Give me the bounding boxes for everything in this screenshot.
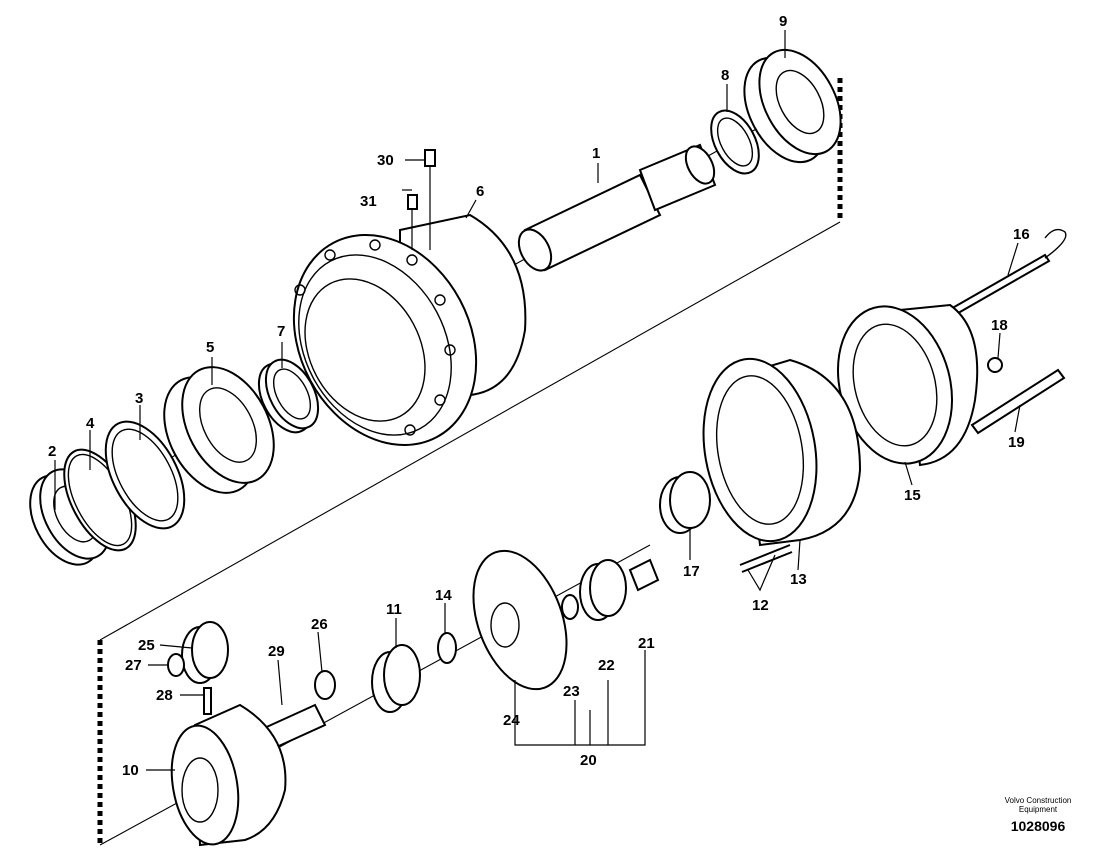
callout-16: 16 — [1013, 226, 1030, 243]
part-19-bolt — [970, 368, 1066, 435]
callout-4: 4 — [86, 415, 95, 432]
part-22-gear — [579, 559, 627, 621]
part-10-carrier — [170, 703, 287, 847]
callout-5: 5 — [206, 339, 214, 356]
part-13-ring-gear — [702, 357, 862, 547]
callout-26: 26 — [311, 616, 328, 633]
part-25-gear — [181, 621, 229, 684]
drawing-number: 1028096 — [1010, 818, 1066, 834]
callout-15: 15 — [904, 487, 921, 504]
part-23-washer — [561, 594, 579, 620]
part-21-pin — [628, 558, 660, 592]
credit-line-1: Volvo Construction — [1004, 796, 1072, 805]
callout-28: 28 — [156, 687, 173, 704]
callout-9: 9 — [779, 13, 787, 30]
group-20-bracket — [514, 650, 646, 746]
part-26-bushing — [314, 670, 336, 700]
part-17-sun-gear — [659, 471, 711, 534]
callout-23: 23 — [563, 683, 580, 700]
part-24-carrier-plate — [472, 549, 568, 691]
callout-25: 25 — [138, 637, 155, 654]
callout-7: 7 — [277, 323, 285, 340]
credit-line-2: Equipment — [1018, 805, 1058, 814]
part-31-plug — [407, 194, 418, 210]
part-1-shaft — [517, 143, 717, 272]
callout-6: 6 — [476, 183, 484, 200]
publisher-credit: Volvo Construction Equipment — [988, 796, 1088, 814]
part-7-spacer — [257, 358, 320, 434]
upper-boundary-diagonal — [99, 221, 841, 641]
part-12-pin — [739, 544, 791, 566]
part-28-pin — [203, 687, 212, 715]
part-6-hub-housing — [292, 213, 527, 447]
callout-30: 30 — [377, 152, 394, 169]
callout-1: 1 — [592, 145, 600, 162]
part-8-ring — [710, 109, 760, 175]
callout-2: 2 — [48, 443, 56, 460]
callout-21: 21 — [638, 635, 655, 652]
part-9-bearing — [743, 48, 842, 164]
callout-11: 11 — [386, 601, 402, 618]
part-18-plug — [987, 357, 1003, 373]
callout-3: 3 — [135, 390, 143, 407]
callout-22: 22 — [598, 657, 615, 674]
callout-14: 14 — [435, 587, 452, 604]
callout-24: 24 — [503, 712, 520, 729]
callout-31: 31 — [360, 193, 377, 210]
callout-13: 13 — [790, 571, 807, 588]
callout-18: 18 — [991, 317, 1008, 334]
part-11-gear — [371, 644, 421, 713]
part-5-bearing — [163, 366, 275, 494]
callout-29: 29 — [268, 643, 285, 660]
part-15-cover — [836, 303, 979, 467]
part-3-shim — [104, 420, 186, 530]
part-14-washer — [437, 632, 457, 664]
callout-12: 12 — [752, 597, 769, 614]
part-30-plug — [424, 149, 436, 167]
callout-20: 20 — [580, 752, 597, 769]
callout-10: 10 — [122, 762, 139, 779]
callout-19: 19 — [1008, 434, 1025, 451]
callout-8: 8 — [721, 67, 729, 84]
callout-27: 27 — [125, 657, 142, 674]
callout-17: 17 — [683, 563, 700, 580]
part-27-washer — [167, 653, 185, 677]
